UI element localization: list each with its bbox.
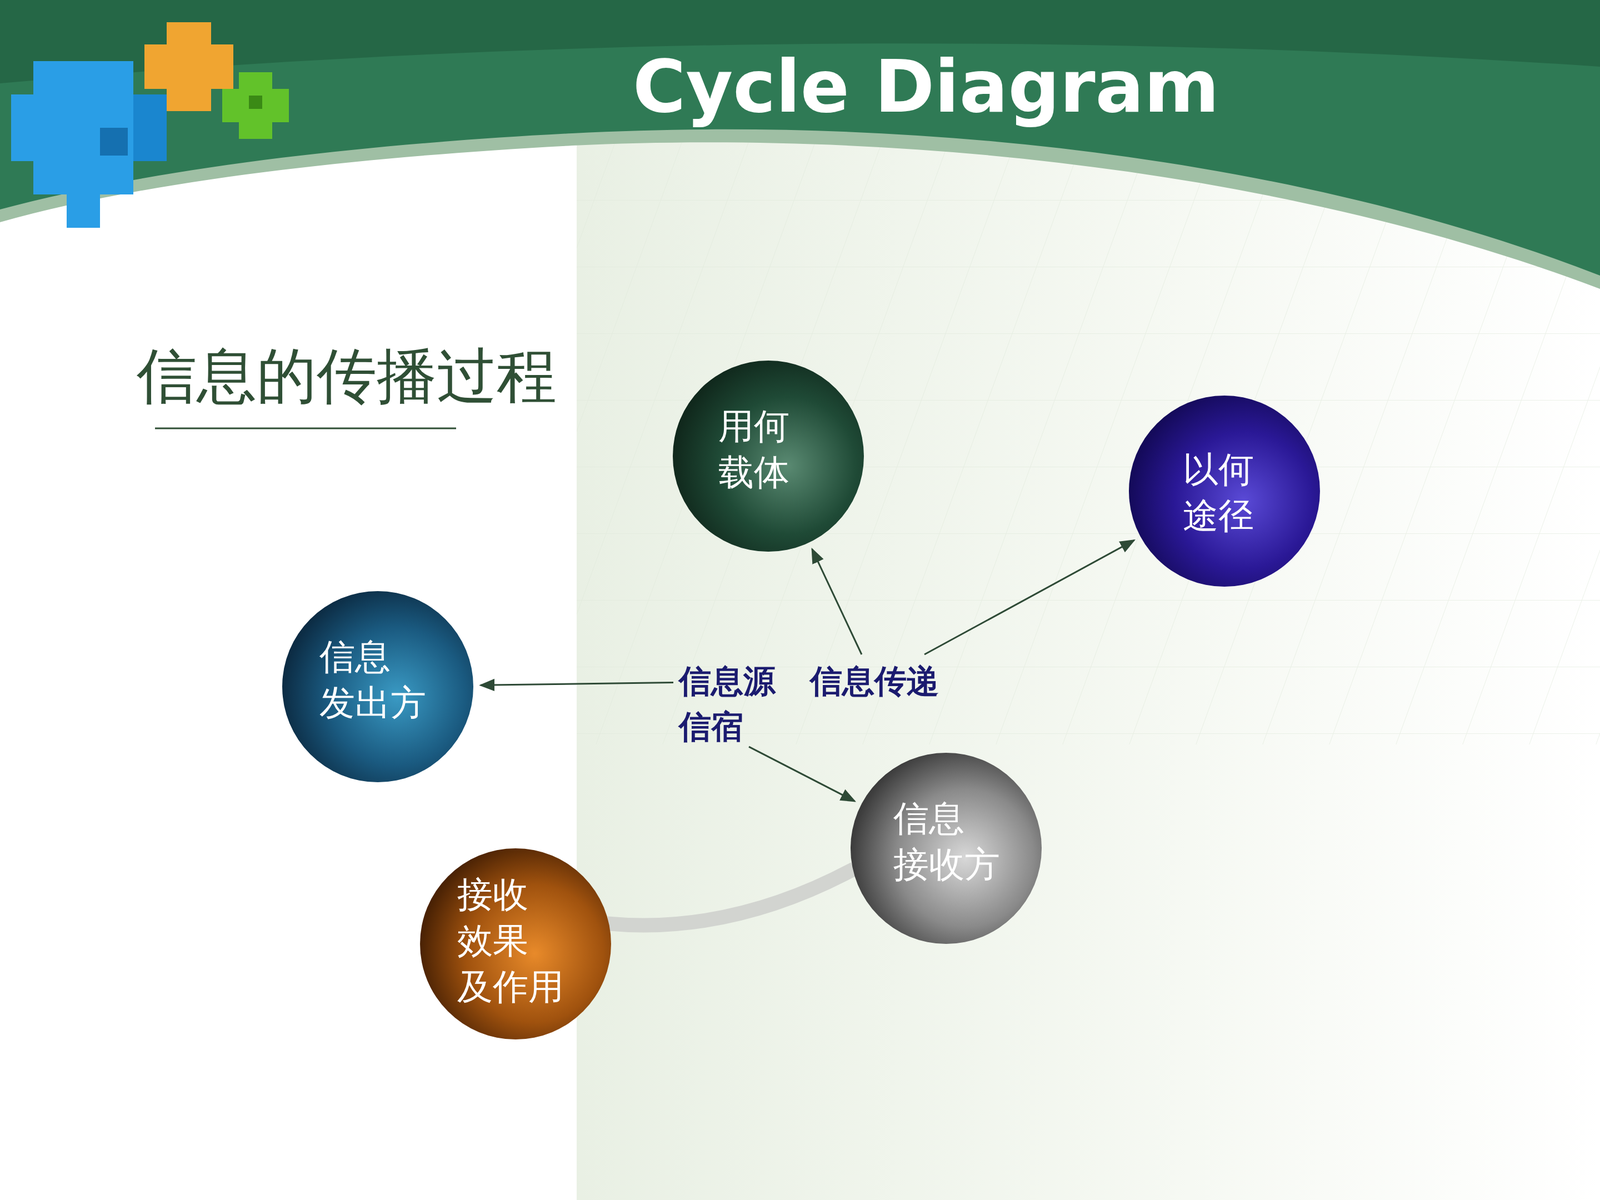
connector-band (607, 868, 855, 926)
subtitle-underline (155, 427, 457, 430)
subtitle: 信息的传播过程 (136, 336, 557, 418)
arrow-connector (812, 548, 862, 655)
circle-label: 用何 载体 (718, 403, 800, 496)
header-band (0, 0, 1600, 276)
gear-blocks (11, 22, 289, 228)
flow-label: 信宿 (678, 705, 744, 749)
process-circle: 信息 发出方 (280, 589, 475, 784)
flow-label: 信息源 (678, 660, 776, 704)
pale-panel (576, 133, 1600, 1200)
flow-text: 信息源 (678, 660, 776, 704)
process-circle: 信息 接收方 (848, 751, 1044, 946)
flow-text: 信息传递 (810, 660, 939, 704)
circle-label: 接收 效果 及作用 (457, 871, 575, 1011)
process-circle: 用何 载体 (671, 358, 866, 554)
flow-label: 信息传递 (810, 660, 939, 704)
flow-text: 信宿 (678, 705, 744, 749)
header-stripe (0, 0, 1600, 289)
process-circle: 接收 效果 及作用 (418, 846, 613, 1042)
arrow-connector (748, 746, 855, 802)
process-circle: 以何 途径 (1127, 393, 1322, 589)
arrow-connector (924, 540, 1135, 655)
slide-title: Cycle Diagram (632, 44, 1220, 129)
arrow-connector (480, 682, 674, 685)
circle-label: 以何 途径 (1182, 446, 1265, 539)
circle-shape (1127, 393, 1322, 589)
circle-label: 信息 发出方 (319, 633, 437, 727)
circle-label: 信息 接收方 (893, 795, 1011, 888)
